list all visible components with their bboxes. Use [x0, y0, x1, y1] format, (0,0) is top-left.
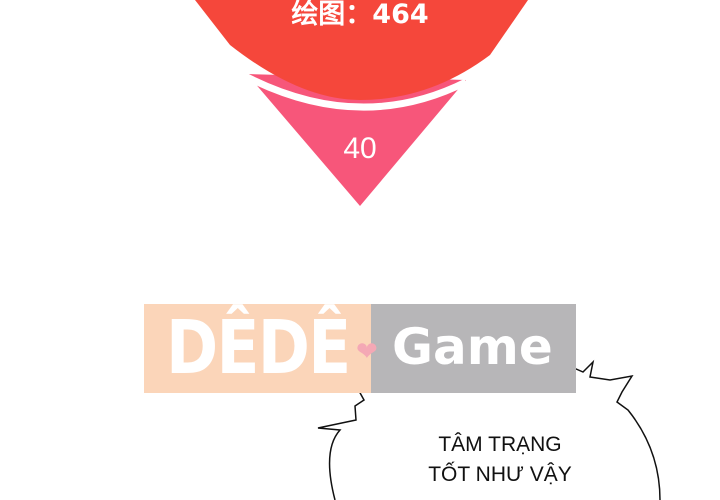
pink-triangle: [247, 74, 466, 206]
speech-line-1: TÂM TRẠNG: [438, 433, 562, 456]
heart-icon: ❤: [356, 336, 378, 366]
white-gap-arc: [243, 72, 468, 111]
badge-caption: 绘图：464: [291, 0, 429, 30]
watermark-game: Game: [392, 318, 553, 376]
speech-text: TÂM TRẠNG TỐT NHƯ VẬY: [395, 430, 605, 490]
red-badge: [195, 0, 528, 100]
badge-count: 40: [343, 132, 377, 165]
watermark-brand: DÊDÊ: [166, 305, 351, 391]
watermark-right-block: [371, 304, 576, 393]
speech-line-2: TỐT NHƯ VẬY: [428, 463, 572, 486]
watermark-left-block: [144, 304, 371, 393]
